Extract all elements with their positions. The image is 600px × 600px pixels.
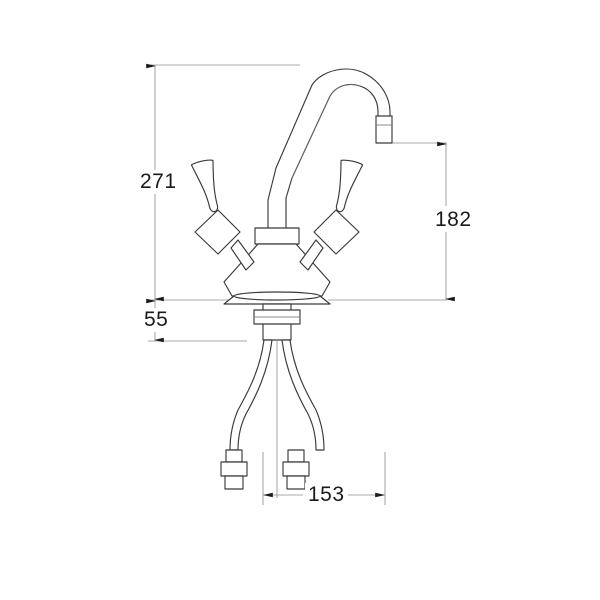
left-connector-upper-nut	[225, 449, 243, 463]
spout-base-collar	[254, 227, 300, 245]
base-flange-top-ellipse	[233, 291, 321, 301]
left-lever-handle	[190, 159, 219, 213]
right-supply-hose	[281, 339, 325, 451]
right-connector-upper-nut	[287, 449, 305, 463]
right-connector-mid-nut	[282, 461, 310, 477]
left-connector-tip	[224, 475, 244, 490]
right-lever-handle	[335, 159, 364, 213]
right-connector-tip	[286, 475, 306, 490]
dimension-label-271: 271	[137, 170, 180, 194]
right-handle-stem	[299, 239, 324, 271]
left-handle-stem	[230, 239, 255, 271]
left-supply-hose	[229, 339, 273, 451]
right-handle-hub	[313, 209, 360, 255]
dimension-label-55: 55	[141, 308, 172, 332]
spout-outlet-aerator	[375, 115, 393, 144]
left-connector-mid-nut	[220, 461, 248, 477]
dimension-label-182: 182	[432, 208, 475, 232]
dimension-label-153: 153	[305, 483, 348, 507]
left-handle-hub	[194, 209, 241, 255]
spout-inner-wall-line	[291, 84, 361, 179]
